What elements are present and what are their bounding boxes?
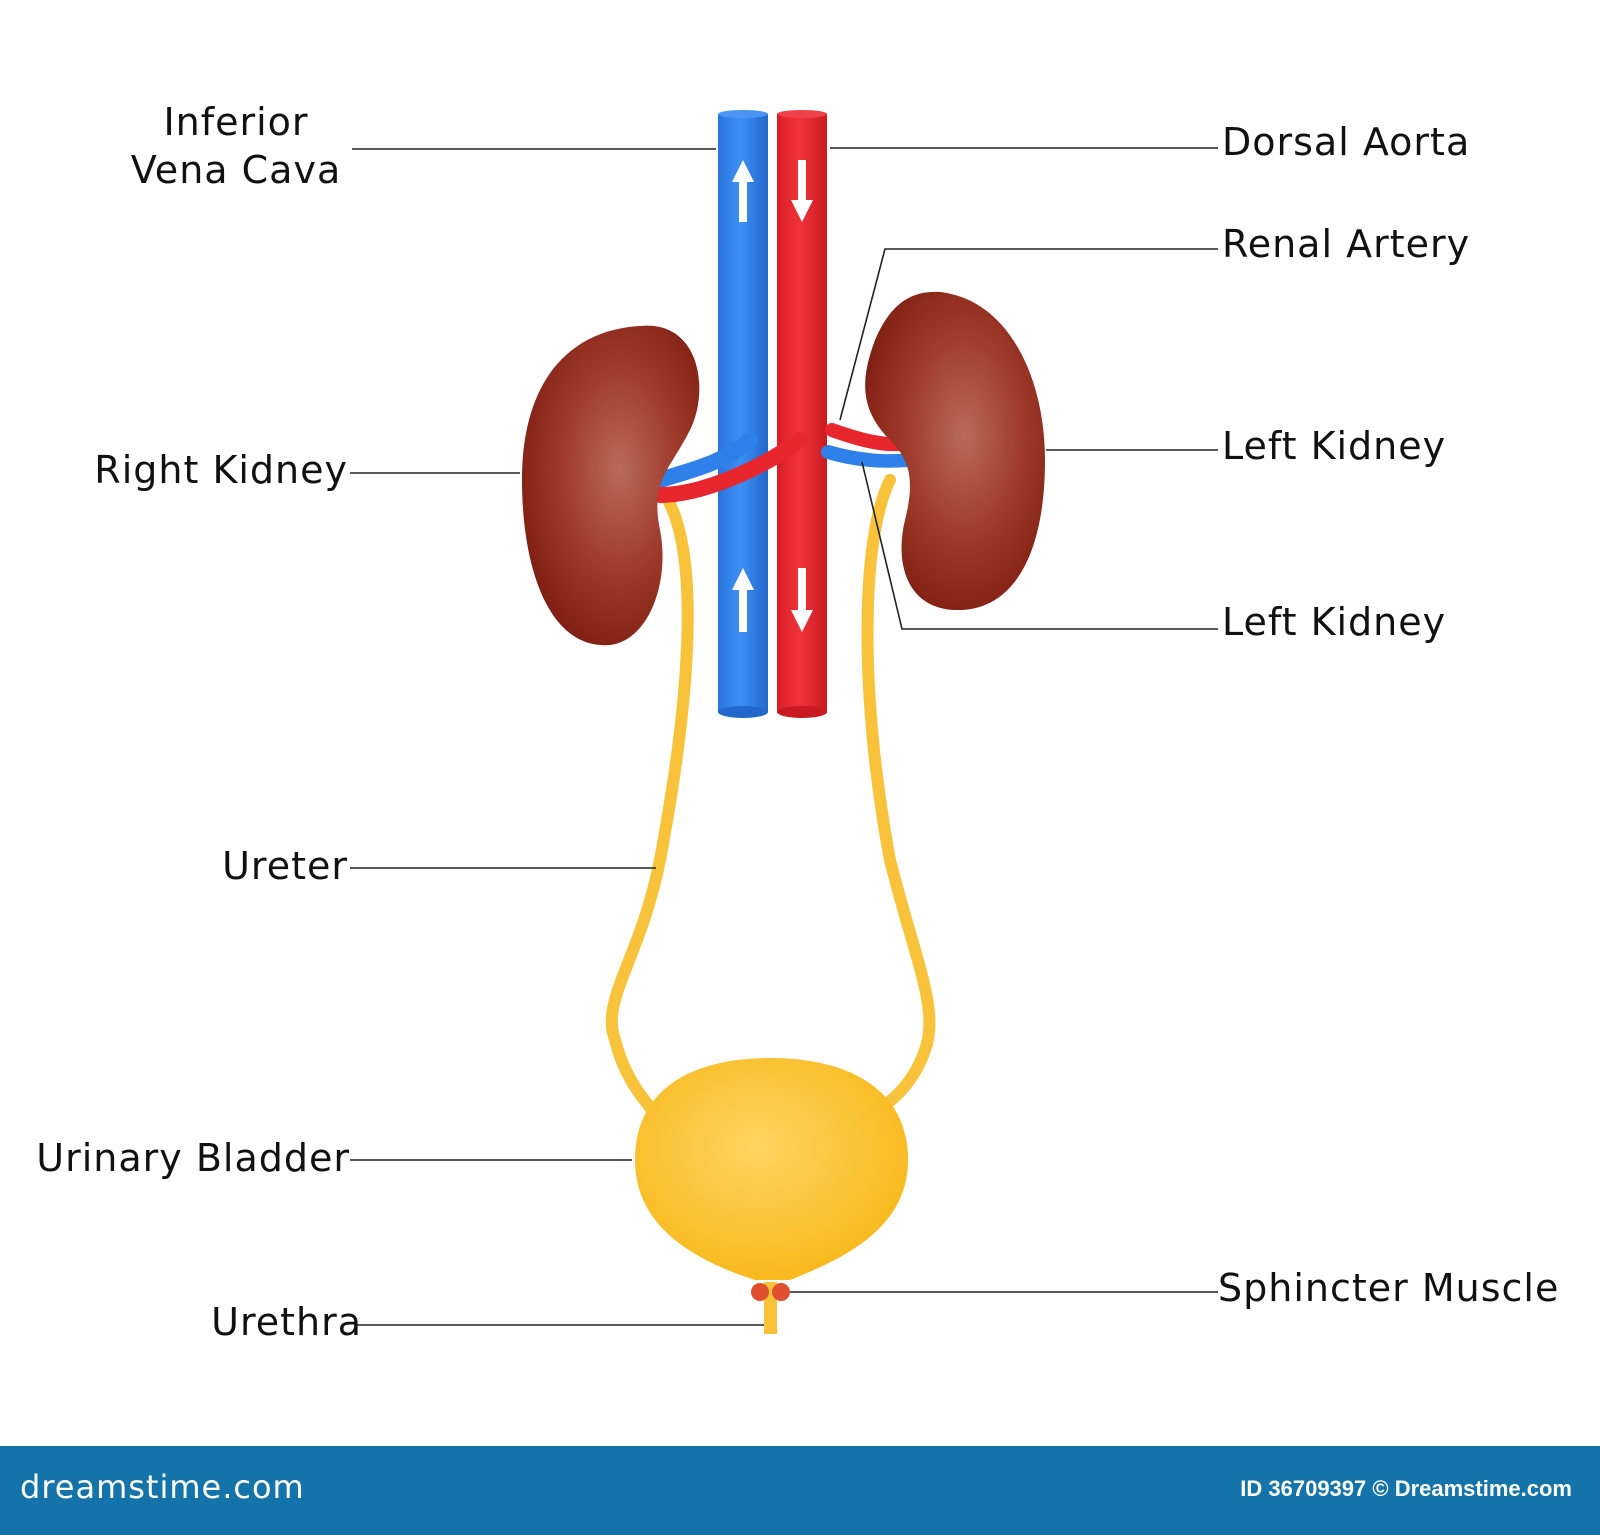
label-urethra: Urethra bbox=[211, 1300, 362, 1344]
right-ureter bbox=[605, 494, 694, 1116]
label-left-kidney: Left Kidney bbox=[1222, 424, 1447, 468]
label-renal-artery: Renal Artery bbox=[1222, 222, 1471, 266]
label-ureter: Ureter bbox=[222, 844, 348, 888]
label-dorsal-aorta: Dorsal Aorta bbox=[1222, 120, 1471, 164]
left-ureter bbox=[861, 474, 936, 1111]
diagram-canvas bbox=[350, 110, 1218, 1334]
label-left-kidney-2: Left Kidney bbox=[1222, 600, 1447, 644]
footer-image-id: ID 36709397 © Dreamstime.com bbox=[1240, 1476, 1572, 1501]
label-urinary-bladder: Urinary Bladder bbox=[36, 1136, 350, 1180]
leader-left-kidney-2 bbox=[861, 461, 1218, 630]
label-right-kidney: Right Kidney bbox=[94, 448, 348, 492]
leader-renal-artery bbox=[839, 248, 1218, 421]
leader-lines bbox=[350, 147, 1218, 1326]
sphincter-muscle-organ bbox=[751, 1283, 790, 1301]
down-arrow-icon bbox=[791, 568, 813, 632]
ureters bbox=[605, 474, 936, 1116]
up-arrow-icon bbox=[732, 160, 754, 222]
footer-bar: dreamstime.com ID 36709397 © Dreamstime.… bbox=[0, 1446, 1600, 1535]
down-arrow-icon bbox=[791, 160, 813, 222]
label-inferior-vena-cava: Inferior Vena Cava bbox=[130, 100, 342, 192]
footer-brand-logo: dreamstime.com bbox=[20, 1468, 305, 1506]
label-sphincter-muscle: Sphincter Muscle bbox=[1218, 1266, 1560, 1310]
left-kidney-organ bbox=[865, 291, 1045, 611]
up-arrow-icon bbox=[732, 568, 754, 632]
urinary-bladder-organ bbox=[635, 1058, 908, 1280]
flow-arrows bbox=[732, 160, 813, 632]
right-kidney-organ bbox=[522, 325, 700, 646]
